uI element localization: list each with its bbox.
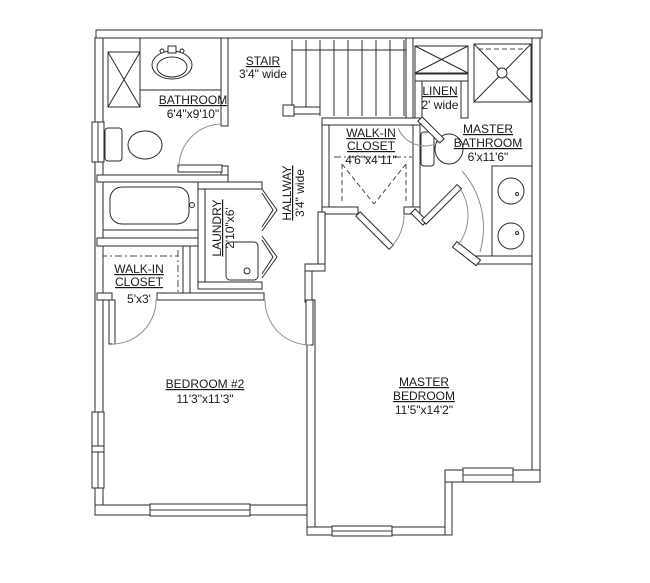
master-bathroom-door [461, 170, 484, 253]
laundry-label: LAUNDRY [210, 199, 224, 256]
laundry-dims: 2'10"x6' [223, 207, 237, 249]
master-closet-label-2: CLOSET [347, 139, 396, 153]
stair-label: STAIR [246, 54, 281, 68]
bathroom-door [177, 123, 223, 173]
bedroom2-dims: 11'3"x11'3" [176, 392, 233, 406]
laundry-bifold-doors [261, 188, 278, 279]
master-double-vanity [491, 165, 533, 259]
master-bedroom-door [421, 183, 469, 246]
window [91, 411, 105, 489]
angled-wall [451, 240, 482, 267]
window [91, 121, 105, 163]
stair-note: 3'4" wide [239, 67, 287, 81]
master-bathroom-label-2: BATHROOM [454, 136, 522, 150]
master-bedroom-label-2: BEDROOM [393, 389, 455, 403]
window [149, 503, 251, 517]
linen-label: LINEN [422, 84, 457, 98]
window-mullion [91, 445, 105, 453]
handrail [293, 106, 321, 115]
master-bedroom-dims: 11'5"x14'2" [395, 403, 453, 417]
bedroom2-closet-rod [100, 250, 179, 292]
master-bathroom-dims: 6'x11'6" [468, 150, 509, 164]
sink-icon [497, 222, 525, 250]
master-bathroom-label-1: MASTER [463, 122, 513, 136]
doors [108, 116, 484, 346]
hall-bath-shower [107, 51, 141, 108]
shower-drain-icon [496, 67, 508, 79]
bedroom2-label: BEDROOM #2 [166, 377, 245, 391]
linen-door [397, 116, 445, 147]
master-closet-door [355, 211, 405, 251]
hallway-note: 3'4" wide [293, 169, 307, 217]
bedroom2-door [264, 299, 314, 346]
tub-faucet-icon [189, 202, 195, 208]
hall-bath-vanity-sink [139, 38, 221, 91]
bathroom-dims: 6'4"x9'10" [167, 107, 219, 121]
newel-post [282, 104, 295, 117]
faucet-icon [167, 45, 177, 54]
windows [91, 121, 514, 537]
linen-note: 2' wide [422, 98, 459, 112]
washer [225, 241, 259, 281]
bedroom2-closet-label-2: CLOSET [115, 275, 164, 289]
window [462, 467, 514, 483]
window [331, 525, 393, 537]
staircase [282, 40, 406, 117]
master-closet-rod [334, 156, 412, 205]
attic-chase-box [414, 45, 469, 74]
master-bedroom-label-1: MASTER [399, 375, 449, 389]
bathroom-label: BATHROOM [159, 93, 227, 107]
bedroom2-closet-door [108, 299, 157, 345]
master-closet-label-1: WALK-IN [346, 126, 396, 140]
bathtub [102, 179, 199, 231]
master-shower [473, 43, 532, 103]
master-closet-dims: 4'6"x4'11" [345, 153, 397, 167]
room-labels: BATHROOM 6'4"x9'10" STAIR 3'4" wide LINE… [114, 54, 522, 417]
sink-icon [497, 177, 525, 205]
hall-bath-toilet [104, 127, 163, 162]
bedroom2-closet-label-1: WALK-IN [114, 262, 164, 276]
hallway-label: HALLWAY [280, 165, 294, 220]
bedroom2-closet-dims: 5'x3' [127, 292, 151, 306]
